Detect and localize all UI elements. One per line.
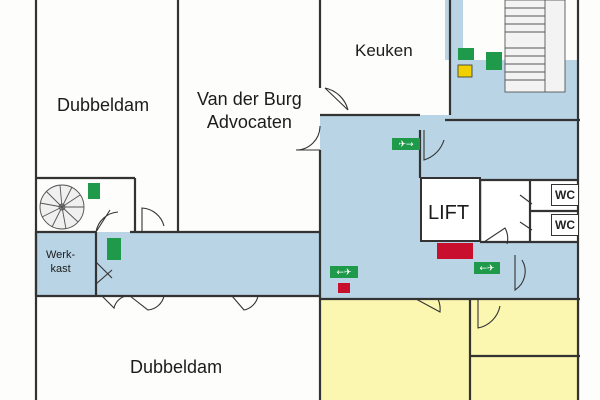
spiral-staircase-icon: [39, 184, 85, 230]
svg-text:←✈: ←✈: [479, 264, 495, 274]
lift-shaft: [420, 177, 481, 242]
fire-extinguisher-icon: [338, 64, 473, 293]
room-label-van-der-burg-line2: Advocaten: [206, 112, 292, 133]
wc-sign-2: WC: [551, 214, 579, 236]
room-label-van-der-burg-line1: Van der Burg: [197, 89, 302, 109]
emergency-exit-sign-icon: ✈→ ←✈ ←✈: [88, 48, 502, 278]
door-swing-icon: [95, 87, 533, 329]
straight-staircase-icon: [504, 0, 566, 93]
room-label-dubbeldam-bottom: Dubbeldam: [130, 357, 223, 377]
svg-text:✈→: ✈→: [398, 140, 414, 150]
room-label-lift: LIFT: [428, 202, 470, 224]
wc-sign-1: WC: [551, 184, 579, 206]
svg-text:←✈: ←✈: [336, 268, 352, 278]
room-label-van-der-burg: Van der Burg Advocaten: [197, 88, 302, 135]
room-label-dubbeldam-top: Dubbeldam: [57, 95, 150, 115]
room-label-werkkast: Werk- kast: [46, 248, 75, 277]
room-label-keuken: Keuken: [355, 41, 413, 60]
room-label-werkkast-line1: Werk-: [46, 249, 76, 261]
room-label-werkkast-line2: kast: [50, 263, 71, 276]
yellow-office-area: [320, 300, 580, 400]
